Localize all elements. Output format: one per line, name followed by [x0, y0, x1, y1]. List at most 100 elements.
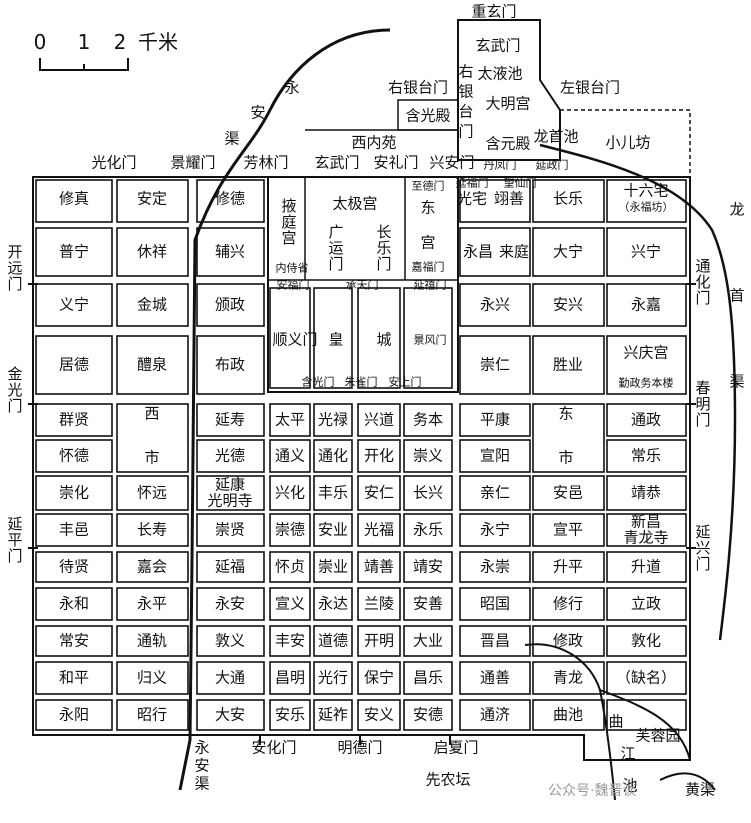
ward-block	[459, 551, 531, 583]
ward-label: 修真	[58, 189, 90, 208]
pond-label: 太液池	[477, 64, 523, 83]
ward-block	[532, 661, 605, 695]
ward-block	[35, 513, 113, 547]
ward-block	[35, 335, 113, 395]
gate-label: 重玄门	[471, 2, 517, 21]
gate-label: 延平门	[5, 516, 24, 564]
ward-label: 光福	[363, 520, 395, 539]
ward-label: 嘉会	[136, 557, 168, 576]
ward-block	[196, 335, 265, 395]
gate-label: 玄武门	[314, 153, 360, 172]
ward-block	[357, 551, 401, 583]
ward-block	[116, 227, 189, 277]
ward-block	[196, 179, 265, 223]
ward-block	[606, 283, 687, 327]
ward-label: 延寿	[214, 410, 246, 429]
ward-label: 胜业	[552, 355, 584, 374]
ward-label: 安业	[317, 520, 349, 539]
ward-label: 安定	[136, 189, 168, 208]
ward-block	[269, 403, 311, 437]
ward-block	[403, 439, 453, 473]
gate-label: 广运门	[326, 224, 345, 272]
gate-label: 安上门	[388, 375, 422, 389]
ward-label: 修政	[552, 631, 584, 650]
gate-label: 含光门	[301, 375, 335, 389]
ward-block	[196, 439, 265, 473]
gate-label: 门	[458, 122, 474, 141]
ward-block	[532, 699, 605, 731]
ward-label: 待贤	[58, 557, 90, 576]
ward-label: 安兴	[552, 295, 584, 314]
ward-block	[459, 587, 531, 621]
river-label: 首	[729, 286, 745, 305]
gate-label: 丹凤门	[483, 158, 517, 172]
ward-label: 兰陵	[363, 594, 395, 613]
xiaoerfang-outline	[560, 109, 691, 178]
city-label: 皇	[328, 330, 344, 349]
gate-label: 延政门	[535, 158, 569, 172]
ward-block	[532, 335, 605, 395]
ward-label: 永乐	[412, 520, 444, 539]
ward-label: 曲池	[552, 705, 584, 724]
ward-label: 青龙	[552, 668, 584, 687]
ward-label: 崇化	[58, 483, 90, 502]
ward-block	[269, 551, 311, 583]
ward-block	[196, 513, 265, 547]
ward-label: 和平	[58, 668, 90, 687]
ward-block	[313, 403, 353, 437]
ward-label: 通善	[479, 668, 511, 687]
ward-block	[532, 625, 605, 657]
ward-label: 开明	[363, 631, 395, 650]
ward-block	[532, 587, 605, 621]
ward-label: 光禄	[317, 410, 349, 429]
ward-label: 常乐	[630, 446, 662, 465]
ward-block	[269, 587, 311, 621]
ward-block	[35, 661, 113, 695]
ward-block	[357, 513, 401, 547]
ward-block	[269, 513, 311, 547]
ward-label: （缺名）	[615, 668, 677, 687]
ward-block	[196, 587, 265, 621]
ward-label: 安义	[363, 705, 395, 724]
lake-label: 池	[622, 776, 638, 795]
ward-label: 宣阳	[479, 446, 511, 465]
ward-block	[35, 625, 113, 657]
ward-label: 修行	[552, 594, 584, 613]
ward-block	[35, 475, 113, 511]
ward-block	[459, 403, 531, 437]
gate-label: 玄武门	[475, 36, 521, 55]
river-label: 渠	[194, 774, 210, 793]
ward-label: 翊善	[493, 189, 525, 208]
west-market-block	[116, 403, 189, 473]
ward-block	[269, 475, 311, 511]
ward-block	[35, 227, 113, 277]
scale-tick-0: 0	[33, 30, 47, 54]
gate-label: 开远门	[5, 244, 24, 292]
long-shou-canal	[539, 143, 737, 641]
ward-label: 崇德	[274, 520, 306, 539]
ward-block	[403, 551, 453, 583]
ward-label: 常安	[58, 631, 90, 650]
ward-block	[313, 439, 353, 473]
gate-label: 春明门	[693, 380, 712, 428]
gate-label: 安福门	[276, 278, 310, 292]
ward-label: 靖善	[363, 557, 395, 576]
ward-label: 崇仁	[479, 355, 511, 374]
ward-block	[357, 439, 401, 473]
ward-block	[357, 403, 401, 437]
ward-block	[269, 699, 311, 731]
ward-block	[313, 625, 353, 657]
ward-block	[532, 551, 605, 583]
ward-block	[357, 625, 401, 657]
ward-label: 保宁	[363, 668, 395, 687]
ward-block	[606, 699, 687, 731]
ward-block	[532, 475, 605, 511]
ward-label: 升平	[552, 557, 584, 576]
ward-label: 安德	[412, 705, 444, 724]
ward-label: 开化	[363, 446, 395, 465]
ward-label: 延康	[214, 475, 246, 494]
river-label: 渠	[224, 129, 240, 148]
ward-block	[196, 283, 265, 327]
ward-label: 长乐	[552, 189, 584, 208]
ward-label: 安邑	[552, 483, 584, 502]
